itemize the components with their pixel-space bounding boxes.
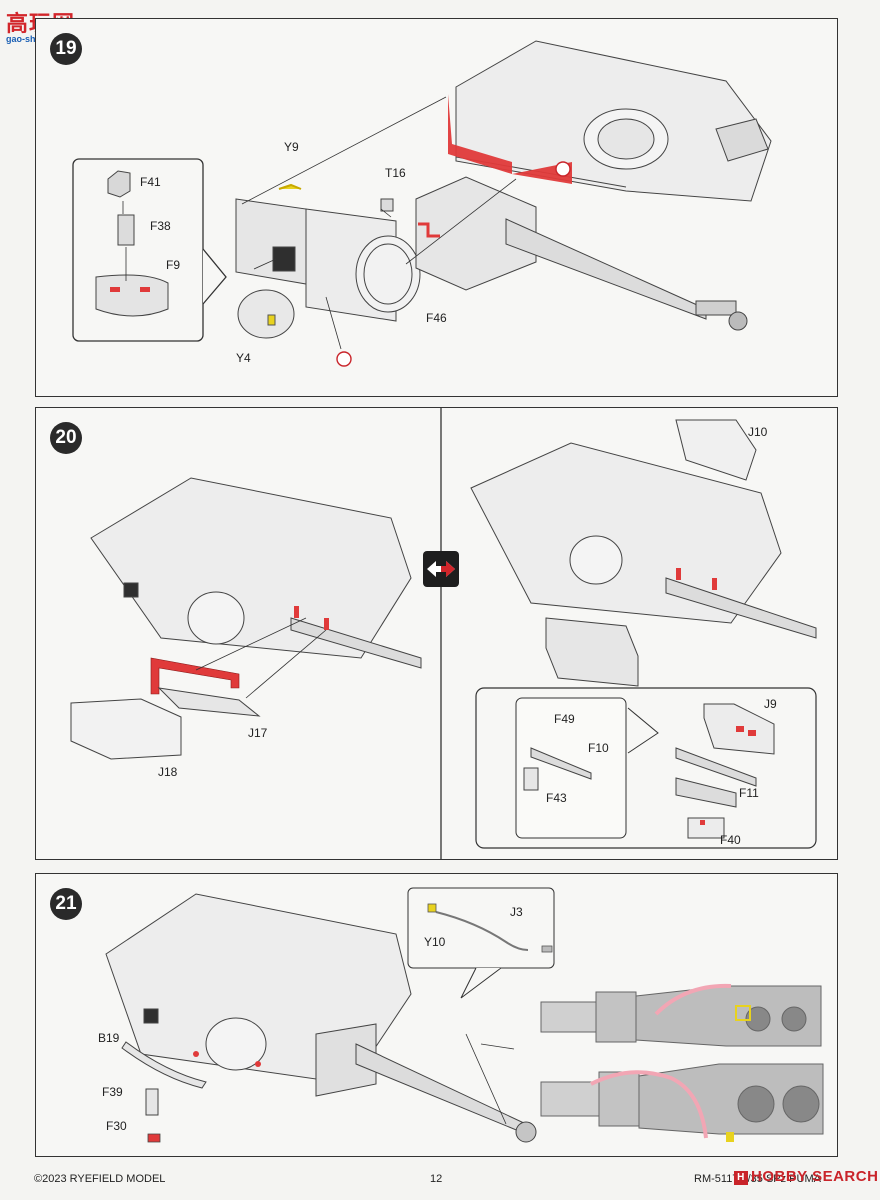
label-j3: J3 [510,905,523,919]
label-f40: F40 [720,833,741,847]
label-f38: F38 [150,219,171,233]
f30-part-shape [147,1133,161,1143]
part-f9-shape [95,274,169,317]
label-b19: B19 [98,1031,120,1045]
f10-gun-shape [530,747,592,780]
label-j9: J9 [764,697,777,711]
step-21-diagram [105,887,824,1143]
step-20-panel: 20 [35,407,838,860]
turret-right-shape [470,442,782,624]
part-f41-shape [107,170,131,198]
hobby-search-brand: HOBBY SEARCH [751,1168,879,1185]
label-f11: F11 [739,786,759,800]
f39-part-shape [145,1088,159,1116]
label-y10: Y10 [424,935,446,949]
j10-plate-shape [675,419,757,481]
label-j17: J17 [248,726,268,740]
label-f49: F49 [554,712,575,726]
footer-copyright: ©2023 RYEFIELD MODEL [34,1173,166,1185]
label-j10: J10 [748,425,768,439]
label-t16: T16 [385,166,406,180]
label-f30: F30 [106,1119,127,1133]
label-y9: Y9 [284,140,299,154]
label-f9: F9 [166,258,181,272]
j3-cable-shape [435,911,529,951]
part-f38-shape [117,214,135,246]
step-20-diagram [70,408,817,859]
label-j18: J18 [158,765,178,779]
barrel-body-shape [505,218,707,320]
step-19-diagram [72,40,772,367]
footer-page-number: 12 [430,1173,443,1185]
mantlet-shape [415,176,537,291]
hobby-search-mark-icon: H [734,1171,748,1185]
step-19-panel: 19 [35,18,838,397]
alternative-option-indicator [423,551,459,587]
label-f39: F39 [102,1085,123,1099]
swap-arrows-icon [427,561,455,577]
t16-part-shape [380,198,394,212]
y9-clip-shape [278,183,302,190]
j18-box-shape [70,698,182,760]
weapon-box-shape [545,617,639,687]
turret-left-shape [90,477,412,659]
footer-product-code: RM-5117 1/35 SPz PUMA [694,1173,821,1185]
f11-body-shape [675,777,737,808]
step-21-number: 21 [50,888,82,920]
f40-box-shape [687,817,725,839]
b19-part-shape [121,1041,207,1089]
label-f43: F43 [546,791,567,805]
step-20-number: 20 [50,422,82,454]
y4-disc-shape [237,289,295,339]
label-f10: F10 [588,741,609,755]
label-f41: F41 [140,175,161,189]
detail-views [540,983,824,1142]
step-19-number: 19 [50,33,82,65]
j17-red-frame [150,657,240,695]
label-f46: F46 [426,311,447,325]
label-y4: Y4 [236,351,251,365]
step-21-panel: 21 [35,873,838,1157]
red-highlight-turret [448,94,572,184]
